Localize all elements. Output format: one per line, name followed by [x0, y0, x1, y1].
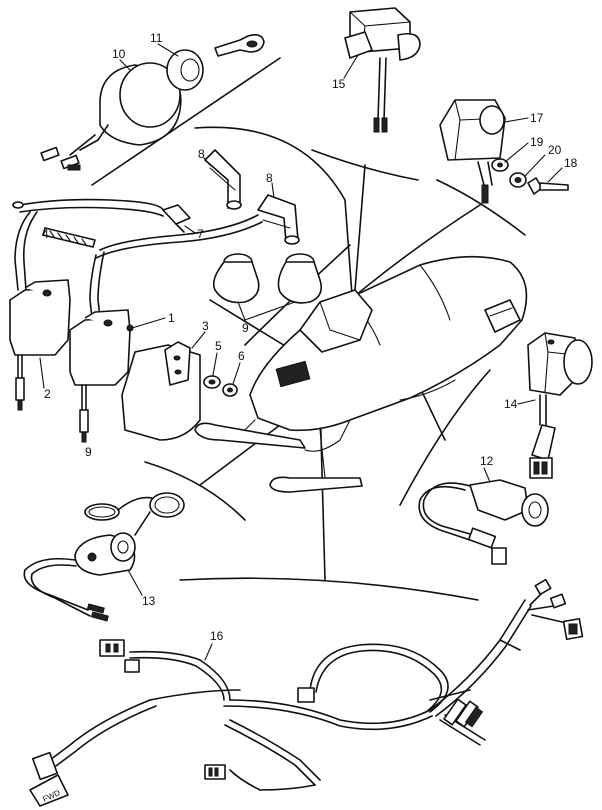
callout-7: 7	[197, 227, 204, 241]
callout-14: 14	[504, 397, 518, 411]
callout-15: 15	[332, 77, 346, 91]
part-2-coil-left	[9, 279, 71, 411]
part-17-rectifier	[439, 99, 506, 204]
callout-8-left: 8	[198, 147, 205, 161]
ht-leads	[12, 198, 263, 319]
callout-20: 20	[548, 143, 562, 157]
callout-19: 19	[530, 135, 544, 149]
part-15-relay	[344, 7, 421, 133]
callout-10: 10	[112, 47, 126, 61]
part-10-canister	[40, 62, 182, 171]
part-4-strap	[42, 227, 96, 248]
callout-1: 1	[168, 311, 175, 325]
snowmobile-body	[194, 255, 528, 493]
part-11-key-switch	[166, 34, 265, 91]
part-9-boot-left	[212, 253, 260, 304]
callout-16: 16	[210, 629, 224, 643]
part-19-washer	[491, 158, 509, 172]
callout-13: 13	[142, 594, 156, 608]
part-16-wire-harness	[29, 578, 584, 807]
part-1-coil-right	[69, 309, 134, 443]
callout-9-boots: 9	[242, 321, 249, 335]
part-3-cdi-unit	[121, 341, 201, 441]
callout-18: 18	[564, 156, 578, 170]
callout-11: 11	[150, 31, 163, 45]
part-6-washer	[222, 383, 238, 397]
callout-17: 17	[530, 111, 544, 125]
part-14-switch	[527, 332, 593, 479]
callout-2: 2	[44, 387, 51, 401]
part-13-switch	[23, 492, 185, 622]
callout-3: 3	[202, 319, 209, 333]
callout-5: 5	[215, 339, 222, 353]
callout-6: 6	[238, 349, 245, 363]
part-7-clip	[162, 204, 191, 233]
part-9-boot-right	[277, 253, 323, 304]
callout-9-coil: 9	[85, 445, 92, 459]
part-8-plug-cap-right	[257, 194, 300, 245]
callout-4: 4	[42, 227, 49, 241]
part-12-sensor	[418, 479, 549, 565]
part-8-plug-cap-left	[204, 149, 242, 210]
part-5-nut	[203, 375, 221, 389]
callout-12: 12	[480, 454, 494, 468]
part-18-bolt	[527, 177, 569, 195]
part-20-lock-washer	[509, 172, 527, 188]
callout-8-right: 8	[266, 171, 273, 185]
